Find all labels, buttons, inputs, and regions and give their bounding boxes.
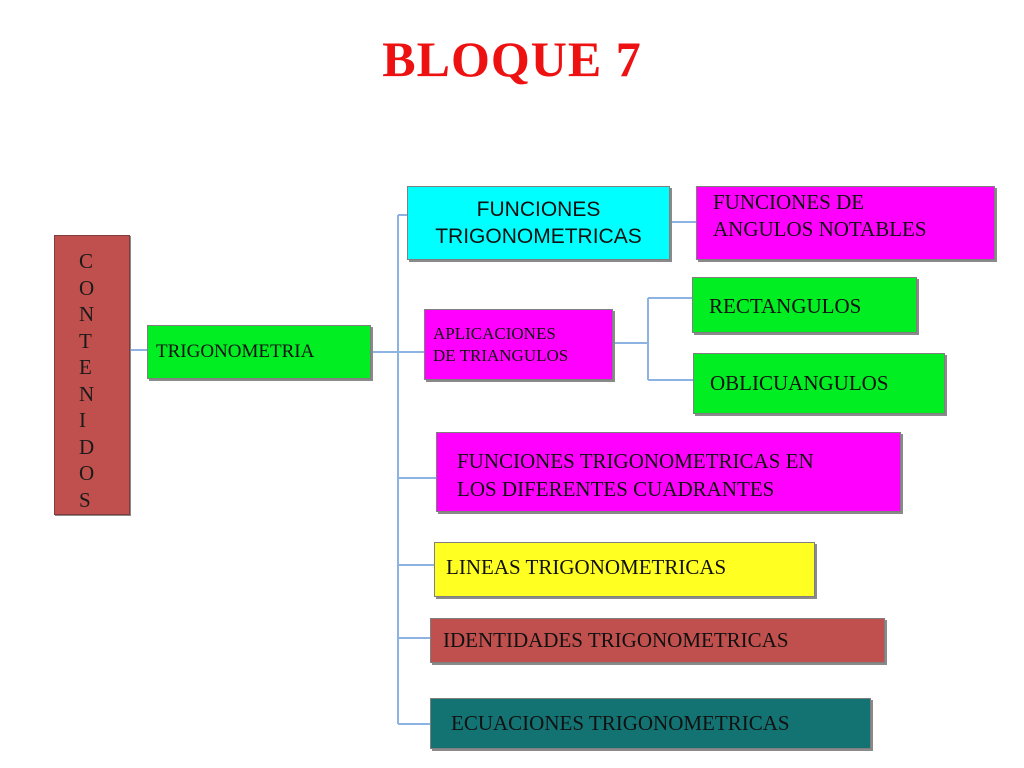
side-label-letter: O <box>79 275 95 300</box>
node-funciones-cuadrantes: FUNCIONES TRIGONOMETRICAS EN LOS DIFEREN… <box>436 432 901 512</box>
node-funciones-trigonometricas: FUNCIONES TRIGONOMETRICAS <box>407 186 670 260</box>
side-label-letter: S <box>79 487 91 512</box>
node-aplicaciones-triangulos: APLICACIONES DE TRIANGULOS <box>424 309 613 380</box>
node-trigonometria: TRIGONOMETRIA <box>147 325 371 379</box>
side-label-letter: C <box>79 249 94 273</box>
page-title: BLOQUE 7 <box>382 31 642 87</box>
node-identidades-trigonometricas: IDENTIDADES TRIGONOMETRICAS <box>430 618 885 663</box>
node-funciones-angulos-notables: FUNCIONES DE ANGULOS NOTABLES <box>696 186 995 260</box>
node-rectangulos: RECTANGULOS <box>692 277 917 333</box>
side-label-letter: T <box>79 328 92 353</box>
side-label-letter: N <box>79 302 95 326</box>
node-ecuaciones-trigonometricas: ECUACIONES TRIGONOMETRICAS <box>430 698 871 749</box>
node-oblicuangulos: OBLICUANGULOS <box>693 353 945 414</box>
side-label-letter: O <box>79 461 95 485</box>
side-label-letter: N <box>79 381 95 406</box>
side-label-letter: I <box>79 408 86 432</box>
side-label-letter: E <box>79 355 92 379</box>
side-label-letter: D <box>79 434 95 459</box>
node-lineas-trigonometricas: LINEAS TRIGONOMETRICAS <box>434 542 815 597</box>
